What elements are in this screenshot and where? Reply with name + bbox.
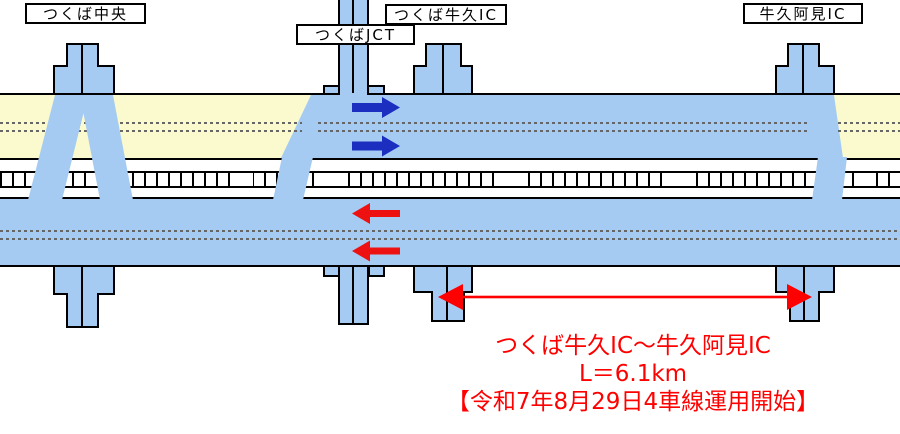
tsukuba-chuo-stub-right [82, 43, 99, 67]
tsukuba-chuo-bottom-ramp-head [53, 267, 115, 295]
upper-carriageway [0, 93, 900, 160]
ushiku-ami-ic-stub-left [787, 43, 803, 67]
divider-line [803, 267, 805, 320]
annotation-section-length: L＝6.1km [578, 361, 688, 387]
divider-line [352, 0, 354, 93]
tsukuba-jct-flange-right-bottom [368, 267, 385, 277]
upper-four-lane-section [281, 95, 843, 158]
section-length-arrow-shaft [458, 295, 792, 299]
tsukuba-ushiku-ic-label: つくば牛久IC [385, 4, 507, 25]
ushiku-ami-ic-cross-connector [812, 157, 847, 200]
tie-gap [860, 173, 872, 186]
annotation-opening-notice: 【令和7年8月29日4車線運用開始】 [446, 389, 820, 415]
tie-gap [668, 173, 688, 186]
divider-line [81, 267, 83, 326]
tsukuba-chuo-label: つくば中央 [25, 3, 146, 24]
tsukuba-ushiku-ic-stub-right [443, 43, 462, 67]
divider-line [352, 267, 354, 323]
tsukuba-ushiku-ic-bottom-head [413, 267, 473, 293]
tsukuba-ushiku-ic-bottom-legs [431, 291, 465, 322]
lane-dash [0, 230, 900, 232]
lane-dash [838, 130, 900, 132]
tsukuba-chuo-tollgate-base [53, 65, 115, 95]
lane-dash [0, 122, 302, 124]
lane-dash [838, 122, 900, 124]
section-annotation: つくば牛久IC～牛久阿見IC L＝6.1km 【令和7年8月29日4車線運用開始… [366, 332, 900, 416]
divider-line [802, 43, 804, 93]
tsukuba-ushiku-ic-stub-left [425, 43, 443, 67]
divider-line [442, 43, 444, 93]
tie-gap [318, 173, 338, 186]
tsukuba-jct-label: つくばJCT [296, 24, 415, 45]
lane-dash [318, 130, 807, 132]
lane-dash [318, 122, 807, 124]
ushiku-ami-ic-base [775, 65, 835, 95]
lower-carriageway [0, 197, 900, 267]
ushiku-ami-ic-bottom-head [775, 267, 835, 293]
median-bridge-tie-strip [0, 171, 900, 188]
lane-dash [0, 238, 900, 240]
divider-line [446, 267, 448, 320]
ushiku-ami-ic-label: 牛久阿見IC [743, 3, 863, 24]
lane-dash [0, 130, 302, 132]
tie-gap [233, 173, 253, 186]
tie-gap [500, 173, 518, 186]
ushiku-ami-ic-stub-right [803, 43, 820, 67]
divider-line [81, 43, 83, 93]
tsukuba-chuo-stub-left [66, 43, 82, 67]
tsukuba-jct-flange-right-top [367, 85, 385, 95]
annotation-section-names: つくば牛久IC～牛久阿見IC [495, 333, 771, 359]
